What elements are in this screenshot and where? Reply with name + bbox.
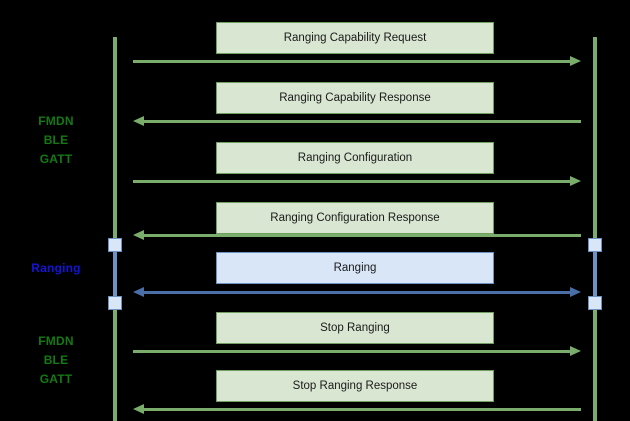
message-label: Ranging Capability Request	[283, 32, 427, 44]
arrow-shaft	[143, 234, 581, 237]
lifeline-right-actor	[593, 37, 597, 421]
message-label: Ranging Capability Response	[279, 92, 431, 104]
activation-node-right-start	[588, 238, 602, 252]
phase-label-ranging: Ranging	[6, 259, 106, 278]
arrowhead-left-icon	[133, 404, 144, 414]
arrowhead-right-icon	[570, 346, 581, 356]
message-label: Ranging	[333, 262, 377, 274]
arrow-shaft	[133, 60, 571, 63]
message-box-ranging: Ranging	[216, 252, 494, 284]
activation-node-left-start	[108, 238, 122, 252]
phase-label-line-2: BLE	[43, 353, 69, 367]
lifeline-left-actor	[113, 37, 117, 421]
arrow-ranging-configuration-response	[133, 230, 581, 240]
arrowhead-right-icon	[570, 287, 581, 297]
arrowhead-right-icon	[570, 176, 581, 186]
message-box-stop-ranging: Stop Ranging	[216, 312, 494, 344]
arrowhead-right-icon	[570, 56, 581, 66]
message-box-ranging-configuration: Ranging Configuration	[216, 142, 494, 174]
message-label: Stop Ranging Response	[292, 380, 418, 392]
phase-label-line-1: FMDN	[38, 334, 74, 348]
arrow-ranging-bidirectional	[133, 287, 581, 297]
activation-bar-right	[593, 245, 597, 303]
phase-label-line-1: Ranging	[31, 261, 81, 275]
arrowhead-left-icon	[133, 287, 144, 297]
arrow-stop-ranging	[133, 346, 581, 356]
arrowhead-left-icon	[133, 116, 144, 126]
arrow-ranging-capability-request	[133, 56, 581, 66]
phase-label-line-2: BLE	[43, 133, 69, 147]
phase-label-fmdn-ble-gatt-bottom: FMDN BLE GATT	[6, 332, 106, 389]
message-box-stop-ranging-response: Stop Ranging Response	[216, 370, 494, 402]
phase-label-line-3: GATT	[39, 152, 73, 166]
arrow-ranging-capability-response	[133, 116, 581, 126]
message-label: Ranging Configuration Response	[270, 212, 440, 224]
activation-node-right-end	[588, 296, 602, 310]
message-label: Stop Ranging	[320, 322, 390, 334]
phase-label-line-1: FMDN	[38, 114, 74, 128]
message-box-ranging-capability-response: Ranging Capability Response	[216, 82, 494, 114]
message-box-ranging-capability-request: Ranging Capability Request	[216, 22, 494, 54]
arrowhead-left-icon	[133, 230, 144, 240]
phase-label-fmdn-ble-gatt-top: FMDN BLE GATT	[6, 112, 106, 169]
arrow-shaft	[143, 120, 581, 123]
message-box-ranging-configuration-response: Ranging Configuration Response	[216, 202, 494, 234]
activation-bar-left	[113, 245, 117, 303]
arrow-shaft	[133, 180, 571, 183]
phase-label-line-3: GATT	[39, 372, 73, 386]
arrow-shaft	[143, 291, 571, 294]
arrow-shaft	[143, 408, 581, 411]
message-label: Ranging Configuration	[297, 152, 413, 164]
arrow-ranging-configuration	[133, 176, 581, 186]
arrow-stop-ranging-response	[133, 404, 581, 414]
activation-node-left-end	[108, 296, 122, 310]
arrow-shaft	[133, 350, 571, 353]
